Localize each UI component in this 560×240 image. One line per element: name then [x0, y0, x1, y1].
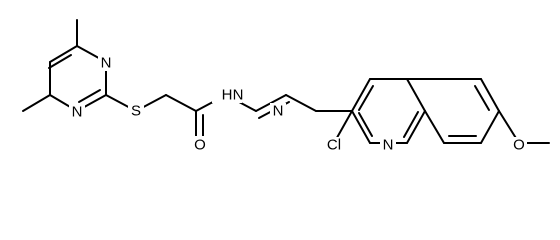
bond: [424, 110, 445, 144]
chlorine-label: Cl: [327, 137, 341, 154]
bond: [48, 54, 72, 69]
bond: [406, 110, 426, 144]
bond: [351, 110, 371, 144]
imine-nitrogen-label: N: [273, 103, 284, 120]
amide-h-label: H: [222, 87, 233, 104]
quinoline-nitrogen-label: N: [383, 137, 394, 154]
bond: [358, 85, 374, 111]
structure-canvas: N N S O H N N Cl N O: [22, 19, 550, 154]
molecule-drawing: N N S O H N N Cl N O: [22, 19, 550, 154]
bond: [474, 85, 490, 111]
bond: [480, 110, 500, 144]
bond: [78, 89, 101, 103]
bond: [403, 111, 419, 138]
bond: [351, 78, 371, 112]
pyrimidine-n2-label: N: [72, 104, 83, 121]
bond: [165, 94, 197, 112]
sulfur-label: S: [131, 103, 141, 120]
bond: [406, 78, 426, 112]
bond: [285, 94, 317, 112]
bond: [358, 112, 373, 137]
bond: [49, 45, 78, 63]
pyrimidine-n1-label: N: [101, 55, 112, 72]
bond: [22, 94, 51, 112]
bonds: [22, 19, 550, 144]
amide-nitrogen-label: N: [233, 87, 244, 104]
bond: [480, 78, 500, 112]
atom-labels: N N S O H N N Cl N O: [69, 55, 527, 154]
methoxy-oxygen-label: O: [513, 137, 525, 154]
carbonyl-oxygen-label: O: [194, 137, 206, 154]
